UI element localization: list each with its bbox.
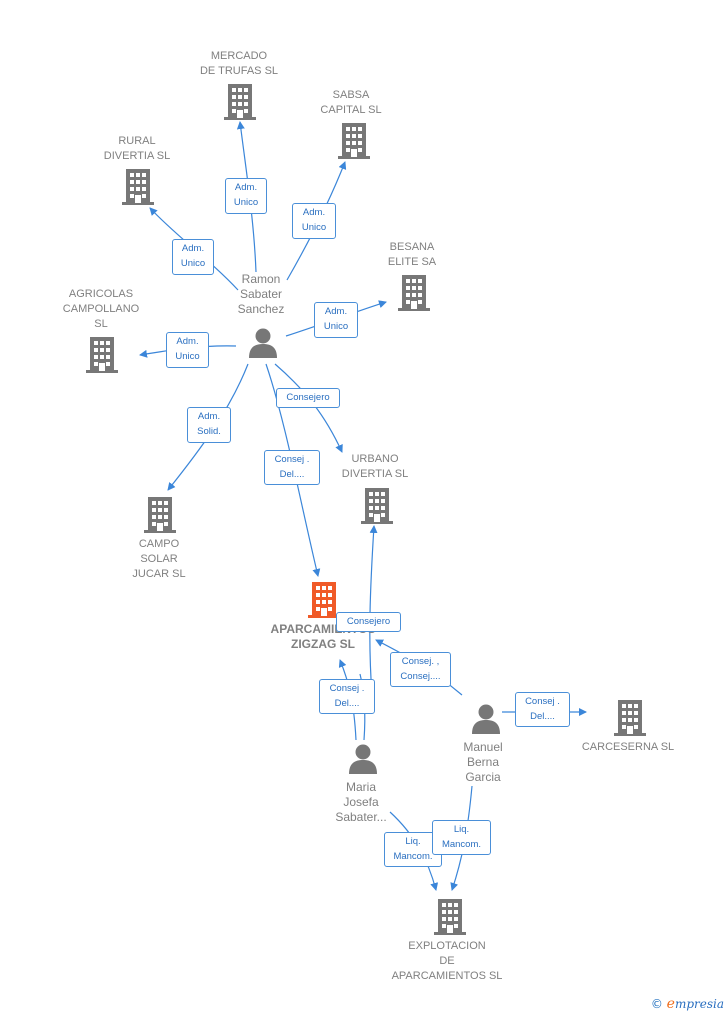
company-label-carceserna[interactable]: CARCESERNA SL — [581, 741, 675, 753]
company-label-mercado[interactable]: MERCADO DE TRUFAS SL — [199, 50, 279, 77]
relation-badge-besana[interactable]: Adm. Unico — [314, 302, 358, 338]
building-icon-mercado — [224, 84, 256, 120]
building-icon-aparcamientos — [308, 582, 340, 618]
company-label-agricolas[interactable]: AGRICOLAS CAMPOLLANO SL — [62, 288, 140, 330]
relation-badge-carceserna[interactable]: Consej . Del.... — [515, 692, 570, 727]
relation-badge-agricolas[interactable]: Adm. Unico — [166, 332, 209, 368]
person-icon-maria — [349, 744, 377, 774]
company-label-besana[interactable]: BESANA ELITE SA — [387, 241, 437, 268]
company-label-rural[interactable]: RURAL DIVERTIA SL — [103, 135, 171, 162]
building-icon-explotacion — [434, 899, 466, 935]
copyright-symbol: © — [650, 997, 663, 1011]
relation-badge-consejero[interactable]: Consejero — [336, 612, 401, 632]
company-label-sabsa[interactable]: SABSA CAPITAL SL — [320, 89, 382, 116]
company-label-campo[interactable]: CAMPO SOLAR JUCAR SL — [132, 538, 186, 580]
building-icon-carceserna — [614, 700, 646, 736]
company-label-explotacion[interactable]: EXPLOTACION DE APARCAMIENTOS SL — [391, 940, 503, 982]
relation-badge-explotacion-manuel[interactable]: Liq. Mancom. — [432, 820, 491, 855]
relation-badge-campo[interactable]: Adm. Solid. — [187, 407, 231, 443]
person-icon-manuel — [472, 704, 500, 734]
building-icon-agricolas — [86, 337, 118, 373]
edge-ramon-urbano — [274, 363, 343, 453]
building-icon-urbano — [361, 488, 393, 524]
relation-badge-aparcamientos-ramon[interactable]: Consej . Del.... — [264, 450, 320, 485]
building-icon-campo — [144, 497, 176, 533]
brand-logo: © empresia — [651, 996, 724, 1012]
relation-badge-explotacion-maria[interactable]: Liq. Mancom. — [384, 832, 442, 867]
edge-consejero-urbano — [369, 525, 378, 696]
brand-initial: e — [666, 996, 675, 1012]
building-icon-besana — [398, 275, 430, 311]
building-icon-rural — [122, 169, 154, 205]
relation-badge-mercado[interactable]: Adm. Unico — [225, 178, 267, 214]
relation-badge-urbano[interactable]: Consejero — [276, 388, 340, 408]
brand-name: mpresia — [674, 997, 724, 1011]
person-label-manuel[interactable]: Manuel Berna Garcia — [463, 740, 503, 784]
building-icon-sabsa — [338, 123, 370, 159]
relation-badge-sabsa[interactable]: Adm. Unico — [292, 203, 336, 239]
company-label-urbano[interactable]: URBANO DIVERTIA SL — [341, 453, 409, 480]
person-label-maria[interactable]: Maria Josefa Sabater... — [335, 780, 387, 824]
person-icon-ramon — [249, 328, 277, 358]
relation-badge-aparcamientos-manuel[interactable]: Consej. , Consej.... — [390, 652, 451, 687]
relation-badge-aparcamientos-maria[interactable]: Consej . Del.... — [319, 679, 375, 714]
person-label-ramon[interactable]: Ramon Sabater Sanchez — [237, 272, 285, 316]
relation-badge-rural[interactable]: Adm. Unico — [172, 239, 214, 275]
